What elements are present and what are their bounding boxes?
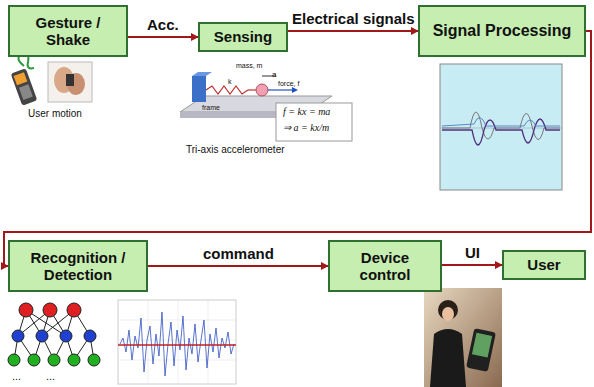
ellipsis-label: ...: [12, 370, 21, 382]
neural-network-icon: [8, 303, 100, 366]
process-box: Sensing: [198, 22, 288, 52]
box-label: Signal Processing: [433, 22, 572, 40]
process-box: Gesture / Shake: [8, 5, 128, 57]
box-label: Recognition / Detection: [16, 249, 140, 284]
figure-label: force, f: [278, 80, 299, 87]
figure-label: frame: [202, 104, 220, 111]
edge-label: command: [201, 245, 276, 262]
ellipsis-label: ...: [46, 370, 55, 382]
caption-label: Tri-axis accelerometer: [186, 144, 285, 155]
flow-arrow: [288, 30, 418, 32]
box-label: User: [527, 256, 560, 273]
figure-label: ⇒ a = kx/m: [283, 122, 329, 133]
process-box: Device control: [328, 240, 442, 292]
raw-signal-graph: [118, 300, 236, 384]
process-box: User: [502, 250, 586, 280]
box-label: Gesture / Shake: [16, 14, 120, 49]
figure-label: a: [272, 70, 276, 79]
figure-label: f = kx = ma: [283, 106, 330, 117]
signal-plot: [440, 64, 562, 190]
box-label: Sensing: [214, 28, 272, 45]
edge-label: UI: [463, 244, 482, 261]
edge-label: Acc.: [145, 16, 181, 33]
box-label: Device control: [336, 249, 434, 284]
caption-label: User motion: [28, 108, 82, 119]
process-box: Signal Processing: [418, 5, 586, 57]
flow-arrow: [442, 264, 502, 266]
figure-label: k: [228, 78, 232, 85]
user-photo: [424, 288, 502, 387]
flow-arrow: [148, 265, 328, 267]
phone-icon: [11, 53, 38, 105]
accelerometer-figure: [180, 72, 352, 141]
edge-label: Electrical signals: [290, 10, 417, 27]
process-box: Recognition / Detection: [8, 240, 148, 292]
figure-label: mass, m: [236, 62, 262, 69]
hand-photo: [48, 62, 92, 102]
flow-arrow: [128, 36, 198, 38]
flow-arrow: [4, 31, 591, 266]
